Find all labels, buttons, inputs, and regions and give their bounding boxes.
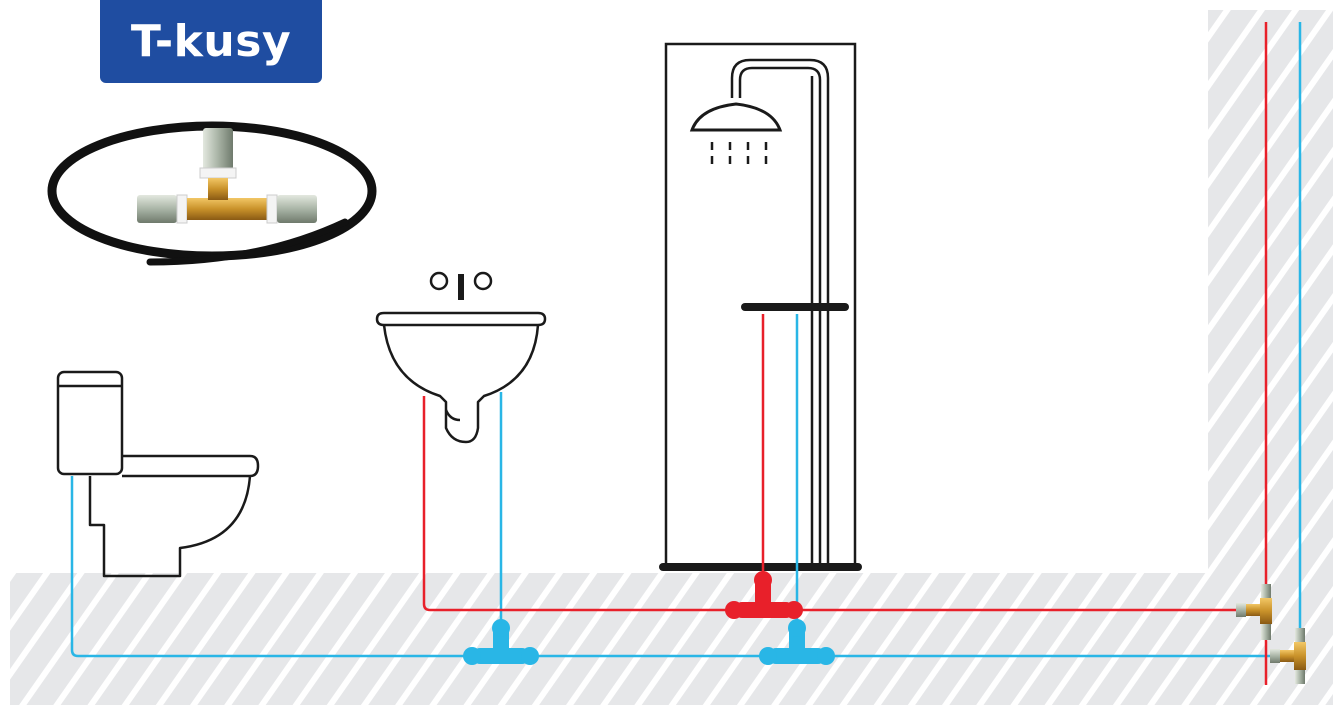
sink-icon: [375, 271, 547, 444]
hot-water-pipes: [422, 22, 1268, 685]
title-badge: T-kusy: [100, 0, 322, 83]
tee-fitting-icon: [725, 571, 803, 619]
page-title: T-kusy: [130, 16, 292, 67]
brass-tee-fitting-icon: [1236, 584, 1272, 640]
shower-icon: [659, 42, 862, 571]
wall-hatch: [1208, 10, 1333, 575]
tee-fitting-icon: [463, 619, 539, 665]
cold-water-pipes: [70, 22, 1302, 682]
floor-hatch: [10, 573, 1333, 705]
brass-tee-fitting-icon: [1270, 628, 1306, 684]
tee-fitting-icon: [759, 619, 835, 665]
brass-tee-fitting-icon: [47, 121, 377, 266]
toilet-icon: [56, 370, 260, 578]
